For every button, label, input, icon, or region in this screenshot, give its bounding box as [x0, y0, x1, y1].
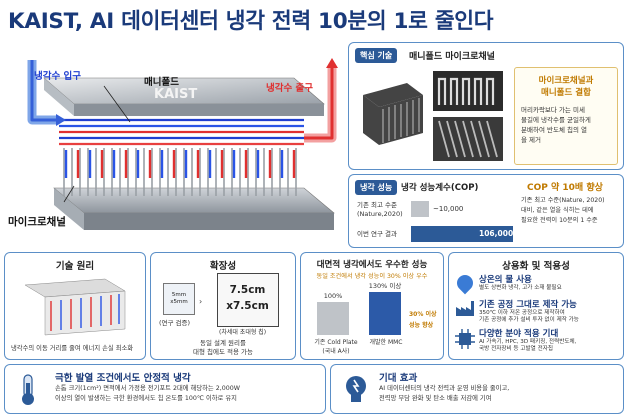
- cop-value-new: 106,000: [479, 229, 514, 238]
- manifold-label: 매니폴드: [144, 77, 179, 88]
- extreme-title: 극한 발열 조건에서도 안정적 냉각: [55, 373, 191, 384]
- large-chip: 7.5cm x7.5cm: [217, 273, 279, 327]
- coolant-inlet-label: 냉각수 입구: [34, 71, 82, 82]
- cop-headline: COP 약 10배 향상: [527, 183, 603, 193]
- extreme-desc-1: 손톱 크기(1cm²) 면적에서 가정용 전기포트 2대에 해당하는 2,000…: [55, 385, 240, 392]
- app-head-2: 기존 공정 그대로 제작 가능: [479, 300, 577, 310]
- scalability-title: 확장성: [209, 261, 237, 272]
- large-area-title: 대면적 냉각에서도 우수한 성능: [316, 260, 428, 270]
- cooling-performance-panel: 냉각 성능 냉각 성능계수(COP) 기존 최고 수준 (Nature,2020…: [348, 174, 624, 248]
- cop-row2-label: 이번 연구 결과: [357, 230, 398, 238]
- extreme-desc-2: 이상의 열이 발생하는 극한 환경에서도 칩 온도를 100℃ 이하로 유지: [55, 395, 237, 402]
- app-desc-3a: AI 가속기, HPC, 3D 패키징, 전력반도체,: [479, 339, 577, 345]
- cop-bar-new: [411, 226, 513, 242]
- cop-value-prior: ~10,000: [433, 205, 464, 213]
- app-head-3: 다양한 분야 적용 기대: [479, 329, 559, 339]
- factory-icon: [456, 301, 474, 316]
- cold-plate-bar: [317, 302, 349, 335]
- applications-title: 상용화 및 적용성: [502, 261, 570, 272]
- lightbulb-icon: [346, 376, 366, 402]
- perf-tag: 냉각 성능: [355, 180, 398, 195]
- perf-desc-3: 필요한 전력이 10분의 1 수준: [521, 217, 598, 224]
- cold-plate-pct: 100%: [323, 292, 343, 300]
- water-drop-icon: [453, 271, 477, 295]
- app-desc-1: 별도 상변화 냉각, 고가 소재 불필요: [479, 285, 562, 291]
- core-box-title-1: 마이크로채널과: [538, 76, 594, 86]
- app-desc-2a: 350℃ 이하 저온 공정으로 제작하여: [479, 310, 565, 316]
- core-desc-1: 머리카락보다 가는 미세: [521, 106, 585, 114]
- perf-desc-2: 대비, 같은 열을 식히는 데에: [521, 207, 594, 214]
- small-chip-label: (연구 검증): [159, 319, 191, 327]
- applications-panel: 상용화 및 적용성 상온의 물 사용 별도 상변화 냉각, 고가 소재 불필요 …: [448, 252, 624, 360]
- cold-plate-label-1: 기존 Cold Plate: [314, 339, 358, 346]
- mmc-label: 개발한 MMC: [369, 339, 403, 346]
- app-desc-2b: 기존 공정에 추가 설비 투자 없이 제작 가능: [479, 317, 579, 323]
- microchannel-label: 마이크로채널: [8, 216, 66, 228]
- core-tech-panel: 핵심 기술 매니폴드 마이크로채널 마이크로채널과 매니폴드 결합 머리카락보다…: [348, 42, 624, 170]
- cold-plate-label-2: (국내 A사): [322, 348, 350, 355]
- core-desc-3: 분배하여 반도체 칩의 열: [521, 126, 587, 134]
- scalability-desc-1: 동일 설계 원리를: [200, 339, 246, 347]
- large-area-note-2: 성능 향상: [409, 322, 434, 329]
- app-desc-3b: 국방 전자장비 등 고발열 전자칩: [479, 346, 554, 352]
- large-chip-size-1: 7.5cm: [229, 284, 266, 296]
- arrow-icon: ›: [199, 297, 203, 306]
- microchannel-images: [357, 65, 507, 165]
- core-tech-title: 매니폴드 마이크로채널: [409, 52, 495, 62]
- principle-title: 기술 원리: [55, 261, 95, 272]
- module-drawing: KAIST: [27, 58, 338, 230]
- expected-effect-panel: 기대 효과 AI 데이터센터의 냉각 전력과 운영 비용을 줄이고, 전력망 부…: [330, 364, 624, 414]
- cop-row1-label-1: 기존 최고 수준: [357, 201, 398, 209]
- large-area-note-1: 30% 이상: [409, 311, 437, 318]
- principle-panel: 기술 원리 냉각수의 이동 거리를 줄여 에너지 손실 최소화: [4, 252, 146, 360]
- effect-desc-2: 전력망 부담 완화 및 탄소 배출 저감에 기여: [379, 395, 492, 402]
- core-desc-4: 을 제거: [521, 136, 542, 144]
- core-tech-tag: 핵심 기술: [355, 48, 398, 63]
- app-head-1: 상온의 물 사용: [479, 275, 532, 285]
- large-area-sub: 동일 조건에서 냉각 성능이 30% 이상 우수: [316, 273, 428, 280]
- core-desc-2: 물길에 냉각수를 균일하게: [521, 116, 591, 124]
- cooling-module-illustration: KAIST 냉각수 입구 매니폴드 냉각수 출구: [4, 38, 346, 248]
- cop-row1-label-2: (Nature,2020): [357, 210, 403, 218]
- scalability-panel: 확장성 5mm x5mm › 7.5cm x7.5cm (연구 검증) (차세대…: [150, 252, 296, 360]
- small-chip: 5mm x5mm: [163, 283, 195, 315]
- large-chip-size-2: x7.5cm: [226, 300, 269, 312]
- large-area-panel: 대면적 냉각에서도 우수한 성능 동일 조건에서 냉각 성능이 30% 이상 우…: [300, 252, 444, 360]
- cop-bar-prior: [411, 201, 429, 217]
- mmc-pct: 130% 이상: [368, 282, 402, 291]
- core-tech-box: 마이크로채널과 매니폴드 결합 머리카락보다 가는 미세 물길에 냉각수를 균일…: [514, 67, 618, 165]
- scalability-desc-2: 대형 칩에도 적용 가능: [192, 348, 254, 356]
- principle-diagram: [24, 278, 126, 336]
- thermometer-icon: [22, 374, 34, 405]
- chip-icon: [455, 329, 475, 349]
- coolant-outlet-label: 냉각수 출구: [266, 83, 314, 94]
- extreme-heat-panel: 극한 발열 조건에서도 안정적 냉각 손톱 크기(1cm²) 면적에서 가정용 …: [4, 364, 326, 414]
- mmc-bar: [369, 292, 401, 335]
- page-title: KAIST, AI 데이터센터 냉각 전력 10분의 1로 줄인다: [8, 9, 494, 34]
- core-box-title-2: 매니폴드 결합: [541, 88, 591, 98]
- perf-desc-1: 기존 최고 수준(Nature, 2020): [521, 197, 605, 204]
- effect-desc-1: AI 데이터센터의 냉각 전력과 운영 비용을 줄이고,: [379, 385, 510, 392]
- principle-caption: 냉각수의 이동 거리를 줄여 에너지 손실 최소화: [11, 345, 134, 352]
- perf-title: 냉각 성능계수(COP): [401, 183, 479, 193]
- effect-title: 기대 효과: [379, 373, 418, 384]
- kaist-logo: KAIST: [154, 87, 197, 102]
- large-chip-label: (차세대 초대형 칩): [219, 329, 267, 336]
